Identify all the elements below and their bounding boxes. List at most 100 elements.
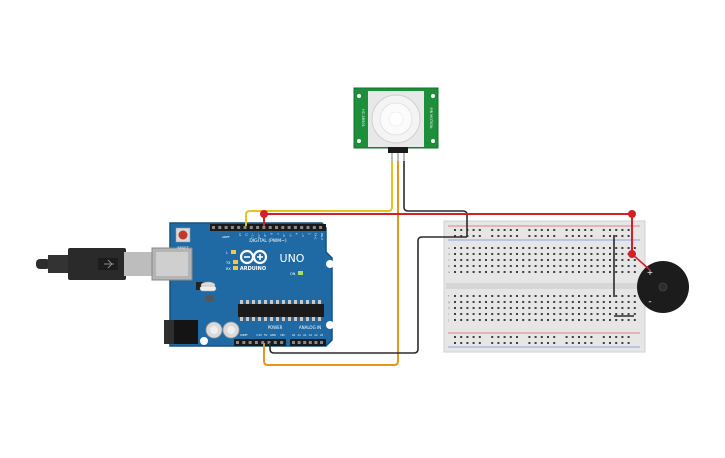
digital-pin-label: ~5 — [288, 233, 291, 237]
wire-yellow-signal[interactable] — [245, 161, 393, 226]
usb-cable[interactable] — [36, 248, 154, 280]
pir-motion-sensor[interactable]: HC-SR501 PIR MOTION — [353, 87, 439, 161]
analog-pin[interactable] — [308, 341, 312, 344]
usb-plug-metal — [124, 252, 154, 276]
digital-pin[interactable] — [306, 226, 310, 229]
digital-pin[interactable] — [256, 226, 260, 229]
buzzer-hole — [658, 282, 668, 292]
row-letter: d — [448, 252, 450, 256]
analog-pin[interactable] — [320, 341, 323, 344]
digital-pin[interactable] — [287, 226, 291, 229]
wire-orange-vcc[interactable] — [263, 161, 399, 366]
power-pin[interactable] — [280, 341, 284, 344]
pir-mount-hole — [357, 139, 361, 143]
breadboard-holes — [454, 229, 636, 344]
digital-pin-label: 7 — [276, 233, 279, 235]
analog-pin[interactable] — [292, 341, 295, 344]
digital-pin[interactable] — [249, 226, 253, 229]
digital-pin[interactable] — [319, 226, 323, 229]
digital-pin[interactable] — [224, 226, 228, 229]
pir-pin[interactable] — [391, 153, 393, 161]
pir-mount-hole — [431, 94, 435, 98]
tx-led — [233, 260, 238, 264]
analog-pin-label: A2 — [303, 334, 307, 337]
v5-label: 5V — [264, 333, 268, 337]
power-pin[interactable] — [254, 341, 258, 344]
row-letter: f — [448, 294, 450, 298]
reset-label: RESET — [177, 246, 189, 250]
digital-pin-label: RX←0 — [320, 233, 323, 240]
digital-pin[interactable] — [212, 226, 215, 229]
row-letter: h — [448, 306, 450, 310]
wire-red-buzzer-lead[interactable] — [631, 253, 651, 271]
smd-component — [206, 295, 214, 301]
capacitor-top — [227, 326, 235, 334]
reset-button-cap — [178, 230, 188, 240]
on-led — [298, 271, 303, 275]
digital-pin[interactable] — [243, 226, 247, 229]
power-pin[interactable] — [261, 341, 265, 344]
digital-pin-label: ~10 — [257, 233, 260, 239]
breadboard-center-channel — [446, 283, 643, 289]
junction-dot[interactable] — [628, 250, 636, 258]
junction-dot[interactable] — [628, 210, 636, 218]
power-pin[interactable] — [242, 341, 246, 344]
analog-header-pins — [292, 341, 323, 344]
digital-pin[interactable] — [293, 226, 297, 229]
usb-icon — [104, 259, 114, 269]
wires — [245, 161, 651, 366]
row-letter: i — [448, 312, 449, 316]
power-pin[interactable] — [236, 341, 239, 344]
dc-jack-front — [164, 320, 174, 344]
mount-hole — [200, 337, 208, 345]
on-led-label: ON — [290, 272, 296, 276]
digital-pin-label: 13 — [238, 233, 241, 237]
analog-header[interactable] — [290, 339, 326, 346]
piezo-buzzer[interactable]: + - — [637, 261, 689, 313]
power-pin[interactable] — [267, 341, 271, 344]
pir-pin[interactable] — [403, 153, 405, 161]
ioref-label: IOREF — [240, 333, 248, 337]
digital-pin[interactable] — [262, 226, 266, 229]
usb-cable-end — [36, 259, 50, 269]
digital-pin[interactable] — [237, 226, 241, 229]
gnd-label: GND — [270, 333, 276, 337]
capacitor-top — [210, 326, 218, 334]
row-letter: e — [448, 246, 450, 250]
digital-pin[interactable] — [218, 226, 222, 229]
digital-pin[interactable] — [275, 226, 278, 229]
digital-pin[interactable] — [230, 226, 234, 229]
usb-b-port-inner — [156, 252, 188, 276]
arduino-logo-icon — [239, 249, 268, 265]
analog-pin[interactable] — [314, 341, 318, 344]
pir-left-text: HC-SR501 — [361, 109, 365, 127]
power-pin[interactable] — [273, 341, 277, 344]
pir-pin[interactable] — [397, 153, 399, 161]
digital-pin[interactable] — [268, 226, 272, 229]
row-letter: b — [448, 264, 450, 268]
digital-header[interactable] — [210, 224, 326, 231]
analog-pin[interactable] — [297, 341, 301, 344]
wire-black-gnd[interactable] — [269, 236, 467, 354]
digital-pin[interactable] — [312, 226, 316, 229]
analog-in-label: ANALOG IN — [299, 325, 321, 330]
digital-pin[interactable] — [300, 226, 304, 229]
analog-pin[interactable] — [303, 341, 307, 344]
power-header[interactable] — [234, 339, 286, 346]
analog-pin-label: A4 — [314, 334, 318, 337]
junction-dot[interactable] — [260, 210, 268, 218]
power-pin[interactable] — [248, 341, 252, 344]
rx-led-label: RX — [226, 267, 231, 271]
power-header-pins — [236, 341, 284, 344]
digital-pin-label: 8 — [270, 233, 273, 235]
digital-pin[interactable] — [281, 226, 285, 229]
analog-pin-label: A1 — [298, 334, 302, 337]
pir-right-text: PIR MOTION — [429, 107, 433, 128]
atmega-chip[interactable] — [238, 300, 324, 321]
buzzer-minus: - — [648, 297, 651, 307]
row-letter: c — [448, 258, 450, 262]
